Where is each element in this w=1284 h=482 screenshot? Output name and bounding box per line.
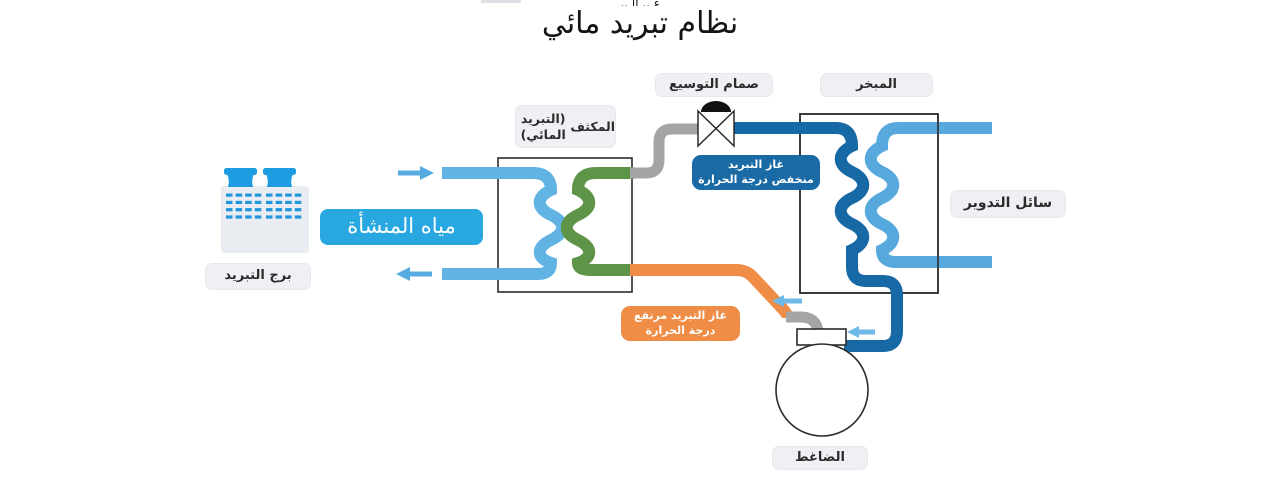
low-temp-gas-line2: منخفض درجة الحرارة: [698, 172, 814, 186]
compressor-circle: [775, 343, 869, 437]
cooling-tower-vent-dash: [254, 208, 262, 212]
cooling-tower-vent-dash: [275, 193, 283, 197]
cooling-tower-vent-dash: [294, 215, 302, 219]
liquid-line-pipe: [630, 123, 699, 179]
cooling-tower-vent-dash: [285, 200, 292, 204]
cooling-tower-vent-dash: [245, 215, 252, 219]
cooling-tower-vent-dash: [254, 193, 262, 197]
cooling-tower-vent-dash: [226, 200, 233, 204]
cooling-tower-vent-dash: [235, 215, 243, 219]
cooling-tower-vent-dash: [275, 200, 283, 204]
condenser-label-line2: (التبريد المائي): [520, 110, 566, 142]
cooling-tower-label: برج التبريد: [205, 263, 311, 290]
cooling-tower-icon: [221, 168, 309, 253]
cooling-tower-vents: [226, 193, 302, 219]
cooling-tower-vent-dash: [245, 208, 252, 212]
compressor-icon: [775, 328, 869, 437]
cooling-tower-vent-dash: [294, 193, 302, 197]
cooling-tower-vent-dash: [235, 208, 243, 212]
cooling-tower-fan-lip-right: [263, 168, 296, 175]
top-cropped-text: ء .. اا ..: [520, 0, 760, 6]
low-temp-refrigerant-pipe: [733, 122, 903, 352]
cooling-tower-vent-dash: [226, 215, 233, 219]
cooling-tower-vent-dash: [285, 208, 292, 212]
facility-water-out-arrow: [396, 267, 432, 281]
evaporator-box-border: [799, 113, 939, 294]
compressor-suction-arrow: [847, 326, 875, 338]
cooling-tower-vent-dash: [266, 215, 273, 219]
high-temp-gas-callout: غاز التبريد مرتفع درجة الحرارة: [621, 306, 740, 341]
expansion-valve-dome: [701, 101, 731, 112]
circulating-fluid-pipe: [864, 122, 992, 268]
condenser-label-line1: المكثف: [570, 118, 615, 134]
cooling-tower-vent-dash: [294, 200, 302, 204]
cooling-tower-vent-dash: [235, 200, 243, 204]
diagram-title: نظام تبريد مائي: [541, 6, 739, 41]
cooling-tower-vent-dash: [285, 215, 292, 219]
cooling-tower-vent-dash: [275, 215, 283, 219]
cooling-tower-vent-dash: [254, 215, 262, 219]
facility-water-in-arrow: [398, 166, 434, 180]
top-cropped-line: [481, 0, 521, 3]
cooling-tower-vent-dash: [226, 193, 233, 197]
cooling-tower-vent-dash: [254, 200, 262, 204]
refrigerant-flow-arrow: [772, 295, 802, 307]
cooling-tower-vent-dash: [275, 208, 283, 212]
circulating-fluid-label: سائل التدوير: [950, 190, 1066, 218]
expansion-valve-label: صمام التوسيع: [655, 73, 773, 97]
expansion-valve-icon: [697, 101, 735, 148]
cooling-tower-vent-dash: [266, 208, 273, 212]
cooling-tower-vent-dash: [226, 208, 233, 212]
compressor-label: الضاغط: [772, 446, 868, 470]
cooling-tower-vent-dash: [294, 208, 302, 212]
high-temp-gas-line1: غاز التبريد مرتفع: [633, 309, 728, 323]
compressor-inlet-box: [796, 328, 847, 346]
cooling-tower-vent-dash: [285, 193, 292, 197]
cooling-tower-vent-dash: [245, 200, 252, 204]
cooling-tower-fan-lip-left: [224, 168, 257, 175]
cooling-tower-vent-dash: [266, 200, 273, 204]
facility-water-callout-text: مياه المنشأة: [347, 214, 456, 239]
cooling-tower-fan-left: [227, 174, 254, 187]
cooling-tower-fan-right: [266, 174, 293, 187]
facility-water-callout: مياه المنشأة: [320, 209, 483, 245]
evaporator-label: المبخر: [820, 73, 933, 97]
high-temp-gas-line2: درجة الحرارة: [645, 323, 716, 337]
cooling-tower-vent-dash: [266, 193, 273, 197]
cooling-tower-vent-dash: [245, 193, 252, 197]
expansion-valve-right-triangle: [714, 109, 735, 148]
cooling-tower-vent-dash: [235, 193, 243, 197]
condenser-coil-pipe: [560, 167, 634, 276]
low-temp-gas-line1: غاز التبريد: [728, 158, 785, 172]
low-temp-gas-callout: غاز التبريد منخفض درجة الحرارة: [692, 155, 820, 190]
condenser-label: المكثف (التبريد المائي): [515, 105, 616, 148]
expansion-valve-left-triangle: [697, 109, 718, 148]
